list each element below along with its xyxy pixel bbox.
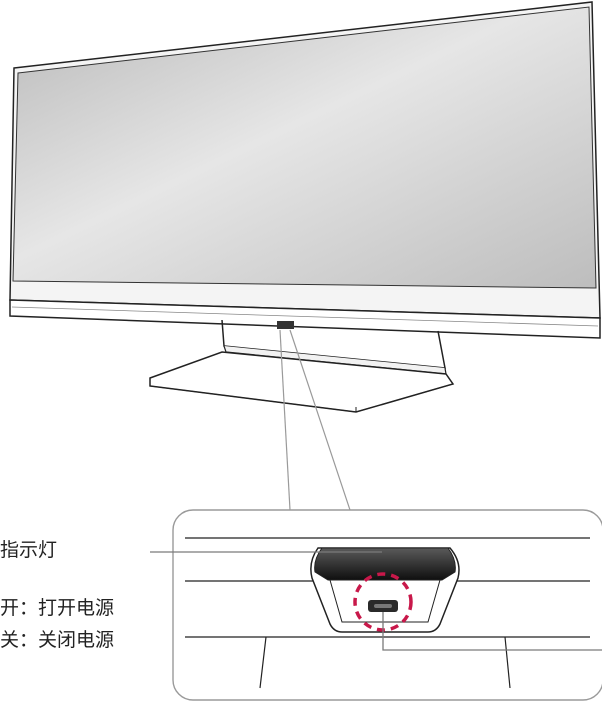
power-on-label: 开：打开电源 <box>0 597 115 619</box>
monitor-bottom-bezel <box>9 299 601 339</box>
power-off-label: 关：关闭电源 <box>0 629 115 651</box>
monitor-stand-base <box>149 351 455 413</box>
monitor-illustration <box>9 1 601 413</box>
indicator-label: 指示灯 <box>0 539 58 561</box>
button-leader-line <box>382 612 602 651</box>
power-button-icon <box>277 321 294 329</box>
zoom-leader-lines <box>279 329 351 511</box>
zoom-inset <box>150 509 602 701</box>
monitor-screen <box>12 6 597 289</box>
